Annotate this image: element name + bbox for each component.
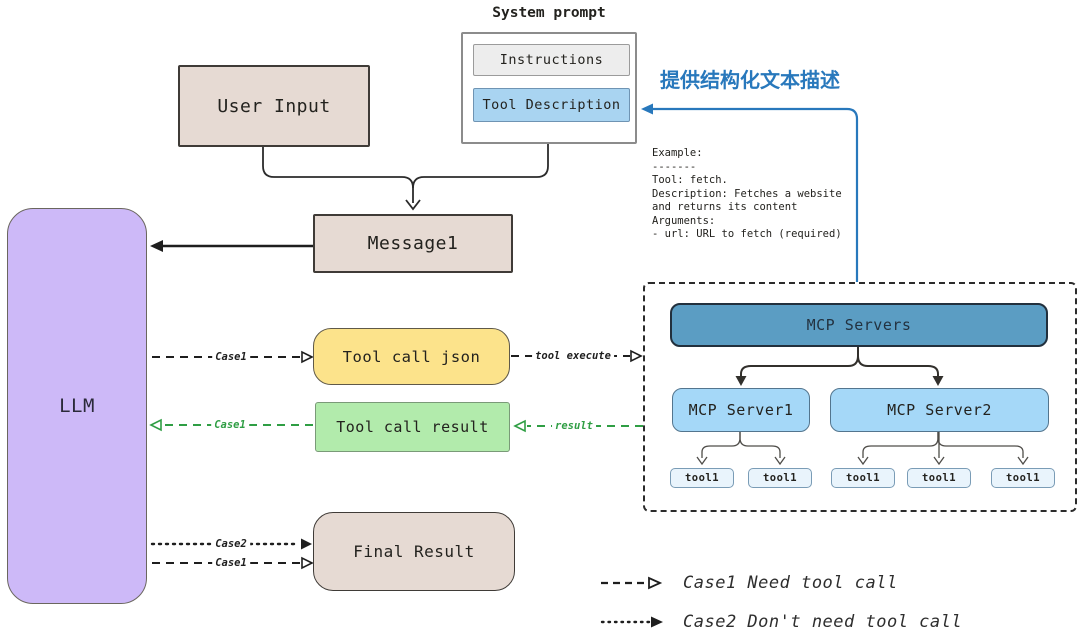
mcp-to-tooldesc-arrow (641, 103, 859, 282)
mcp-server1-label: MCP Server1 (688, 401, 794, 419)
example-line: and returns its content (652, 201, 798, 213)
legend-dashed-arrow (601, 576, 663, 590)
user-input-label: User Input (217, 95, 331, 117)
mcp-server1-box: MCP Server1 (672, 388, 810, 432)
edge-label-case1: Case1 (212, 351, 250, 363)
edge-label-case1-final: Case1 (212, 557, 250, 569)
tool-label: tool1 (845, 472, 881, 484)
tool-call-result-label: Tool call result (336, 418, 489, 436)
tool-label: tool1 (762, 472, 798, 484)
tool-label: tool1 (1005, 472, 1041, 484)
tool-box: tool1 (670, 468, 734, 488)
instructions-label: Instructions (499, 52, 604, 68)
edge-label-tool-execute: tool execute (532, 350, 614, 362)
mcp-servers-header: MCP Servers (670, 303, 1048, 347)
edge-label-case2: Case2 (212, 538, 250, 550)
example-line: ------- (652, 160, 697, 173)
tool-box: tool1 (991, 468, 1055, 488)
example-text-block: Example: ------- Tool: fetch. Descriptio… (652, 147, 842, 242)
instructions-box: Instructions (473, 44, 630, 76)
server-to-tool-connectors (696, 432, 1029, 466)
mcp-servers-label: MCP Servers (806, 316, 912, 334)
mcp-server2-label: MCP Server2 (887, 401, 992, 419)
case2-to-final-arrow (150, 538, 312, 550)
tool-box: tool1 (831, 468, 895, 488)
final-result-label: Final Result (353, 542, 475, 561)
llm-label: LLM (59, 395, 95, 417)
tool-call-result-box: Tool call result (315, 402, 510, 452)
user-input-box: User Input (178, 65, 370, 147)
example-line: Arguments: (652, 214, 716, 227)
message1-to-llm-arrow (150, 240, 313, 252)
legend-dotted-arrow (600, 616, 663, 628)
header-to-servers-connectors (735, 347, 944, 386)
tool-box: tool1 (907, 468, 971, 488)
tool-label: tool1 (921, 472, 957, 484)
tool-call-json-box: Tool call json (313, 328, 510, 385)
edge-label-case1-green: Case1 (211, 419, 249, 431)
llm-box: LLM (7, 208, 147, 604)
tool-call-json-label: Tool call json (342, 347, 481, 366)
final-result-box: Final Result (313, 512, 515, 591)
system-prompt-title: System prompt (492, 5, 606, 21)
tool-description-box: Tool Description (473, 88, 630, 122)
tool-label: tool1 (684, 472, 720, 484)
mcp-server2-box: MCP Server2 (830, 388, 1049, 432)
tool-description-label: Tool Description (482, 97, 621, 113)
example-line: Description: Fetches a website (652, 187, 842, 200)
message1-label: Message1 (367, 233, 459, 254)
example-line: - url: URL to fetch (required) (652, 228, 842, 240)
mcp-dashed-container (643, 282, 1077, 512)
structured-text-annotation: 提供结构化文本描述 (660, 68, 840, 92)
example-line: Example: (652, 147, 703, 159)
merge-connector (262, 143, 549, 211)
edge-label-result: result (552, 420, 596, 432)
legend-item-case1: Case1 Need tool call (683, 573, 898, 593)
message1-box: Message1 (313, 214, 513, 273)
tool-box: tool1 (748, 468, 812, 488)
legend-item-case2: Case2 Don't need tool call (683, 612, 963, 632)
example-line: Tool: fetch. (652, 174, 728, 186)
